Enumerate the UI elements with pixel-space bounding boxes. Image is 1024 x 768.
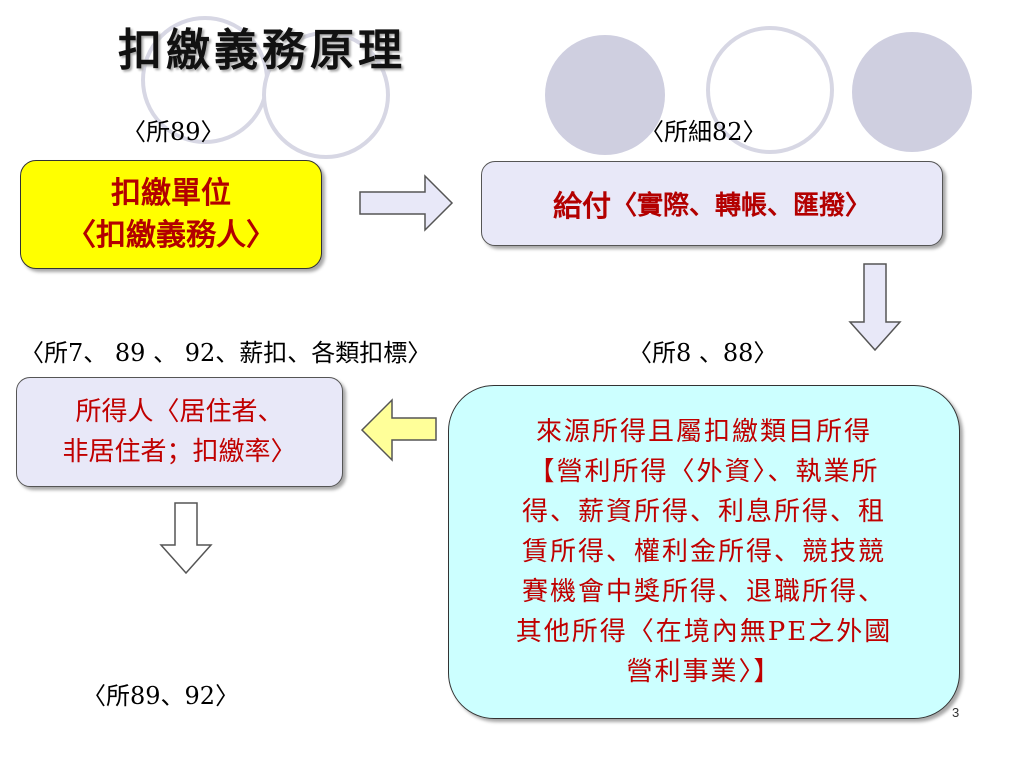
ref-top-left: 〈所89〉	[122, 118, 225, 146]
payment-lead: 給付	[552, 188, 611, 223]
source-income-line: 營利事業〉】	[626, 657, 782, 687]
source-income-line: 賽機會中獎所得、退職所得、	[521, 577, 886, 607]
source-income-line: 得、薪資所得、利息所得、租	[521, 497, 886, 527]
source-income-line: 【營利所得〈外資〉、執業所	[528, 457, 880, 487]
withholding-unit-box: 扣繳單位 〈扣繳義務人〉	[20, 160, 322, 269]
ref-middle-right: 〈所8 、88〉	[628, 339, 778, 367]
source-income-line: 來源所得且屬扣繳類目所得	[535, 417, 872, 447]
circle-outline-3	[706, 26, 834, 154]
page-number: 3	[952, 705, 960, 720]
ref-middle-left: 〈所7、 89 、 92、薪扣、各類扣標〉	[20, 339, 432, 367]
source-income-box: 來源所得且屬扣繳類目所得 【營利所得〈外資〉、執業所 得、薪資所得、利息所得、租…	[448, 385, 960, 719]
withholding-unit-title: 扣繳單位	[111, 175, 231, 211]
circle-outline-2	[262, 31, 390, 159]
ref-bottom-left: 〈所89、92〉	[82, 682, 240, 710]
payment-detail: 〈實際、轉帳、匯撥〉	[611, 191, 872, 221]
payment-box: 給付〈實際、轉帳、匯撥〉	[481, 161, 943, 246]
page-title: 扣繳義務原理	[118, 25, 406, 76]
recipient-line-2: 非居住者；扣繳率〉	[62, 437, 297, 467]
source-income-line: 其他所得〈在境內無PE之外國	[515, 617, 893, 647]
ref-top-right: 〈所細82〉	[640, 118, 767, 146]
circle-filled-2	[852, 32, 972, 152]
recipient-line-1: 所得人〈居住者、	[75, 397, 284, 427]
source-income-line: 賃所得、權利金所得、競技競	[521, 537, 886, 567]
circle-filled-1	[545, 35, 665, 155]
recipient-box: 所得人〈居住者、 非居住者；扣繳率〉	[16, 377, 343, 487]
withholding-unit-subtitle: 〈扣繳義務人〉	[66, 217, 276, 253]
